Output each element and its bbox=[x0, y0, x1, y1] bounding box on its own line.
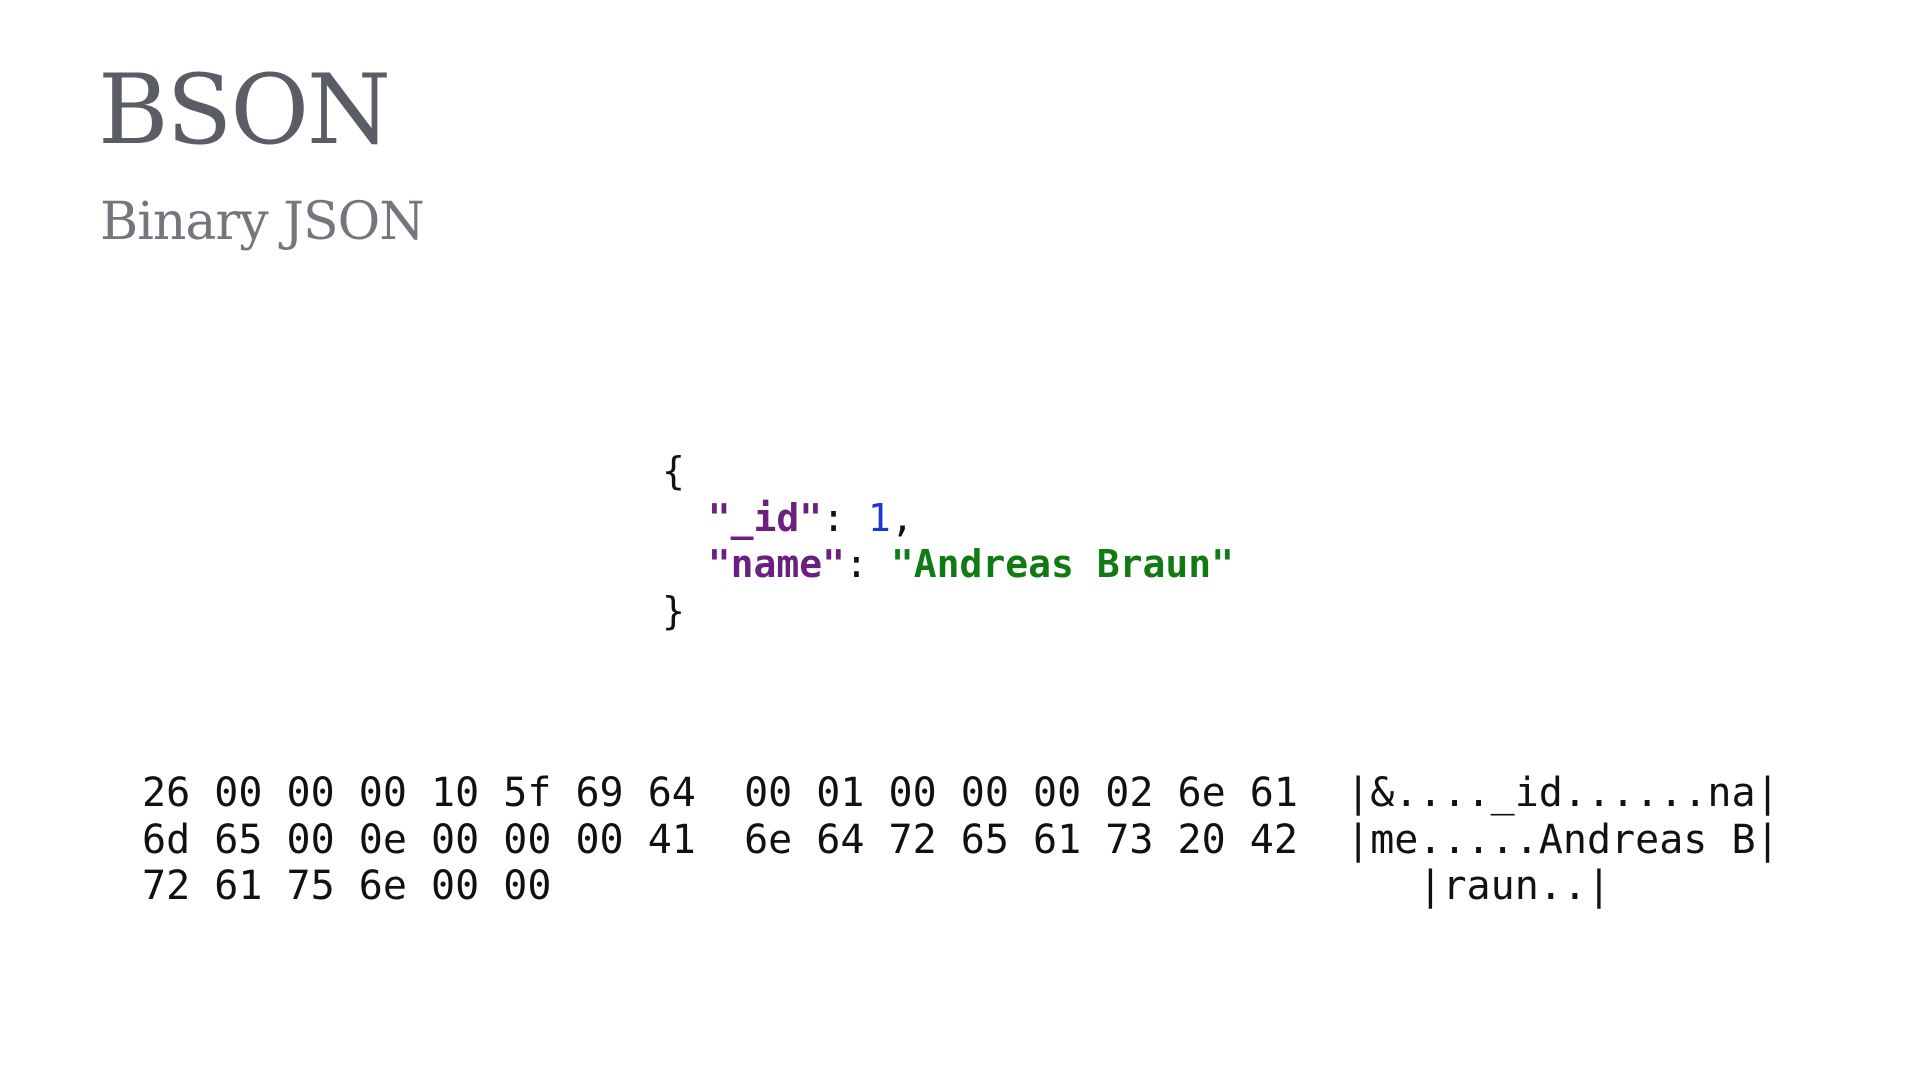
hex-bytes-left: 6d 65 00 0e 00 00 00 41 bbox=[142, 816, 696, 863]
hexdump-row: 26 00 00 00 10 5f 69 64 00 01 00 00 00 0… bbox=[142, 770, 1780, 817]
hexdump-row: 6d 65 00 0e 00 00 00 41 6e 64 72 65 61 7… bbox=[142, 817, 1780, 864]
json-value-name: "Andreas Braun" bbox=[890, 542, 1234, 586]
json-comma: , bbox=[890, 495, 914, 540]
json-indent bbox=[662, 496, 708, 540]
json-key-id: "_id" bbox=[707, 495, 823, 540]
hexdump: 26 00 00 00 10 5f 69 64 00 01 00 00 00 0… bbox=[142, 770, 1780, 910]
hex-ascii: |raun..| bbox=[1418, 863, 1612, 909]
json-value-id: 1 bbox=[867, 495, 891, 540]
hex-ascii: |me.....Andreas B| bbox=[1346, 816, 1780, 863]
json-open-brace: { bbox=[662, 449, 685, 493]
hexdump-row: 72 61 75 6e 00 00 |raun..| bbox=[142, 863, 1780, 910]
hex-bytes-left: 72 61 75 6e 00 00 bbox=[142, 863, 552, 909]
slide-title: BSON bbox=[98, 54, 391, 166]
hex-bytes-left: 26 00 00 00 10 5f 69 64 bbox=[142, 770, 696, 816]
json-separator: : bbox=[845, 542, 891, 586]
hex-bytes-right: 00 01 00 00 00 02 6e 61 bbox=[744, 770, 1298, 816]
json-indent bbox=[662, 542, 708, 586]
slide-subtitle: Binary JSON bbox=[100, 192, 425, 252]
hex-bytes-right: 6e 64 72 65 61 73 20 42 bbox=[744, 816, 1298, 863]
hex-ascii: |&...._id......na| bbox=[1346, 770, 1780, 816]
json-separator: : bbox=[822, 495, 868, 540]
json-close-brace: } bbox=[662, 588, 685, 633]
json-example: { "_id": 1, "name": "Andreas Braun" } bbox=[662, 448, 1234, 634]
json-key-name: "name" bbox=[707, 542, 846, 586]
